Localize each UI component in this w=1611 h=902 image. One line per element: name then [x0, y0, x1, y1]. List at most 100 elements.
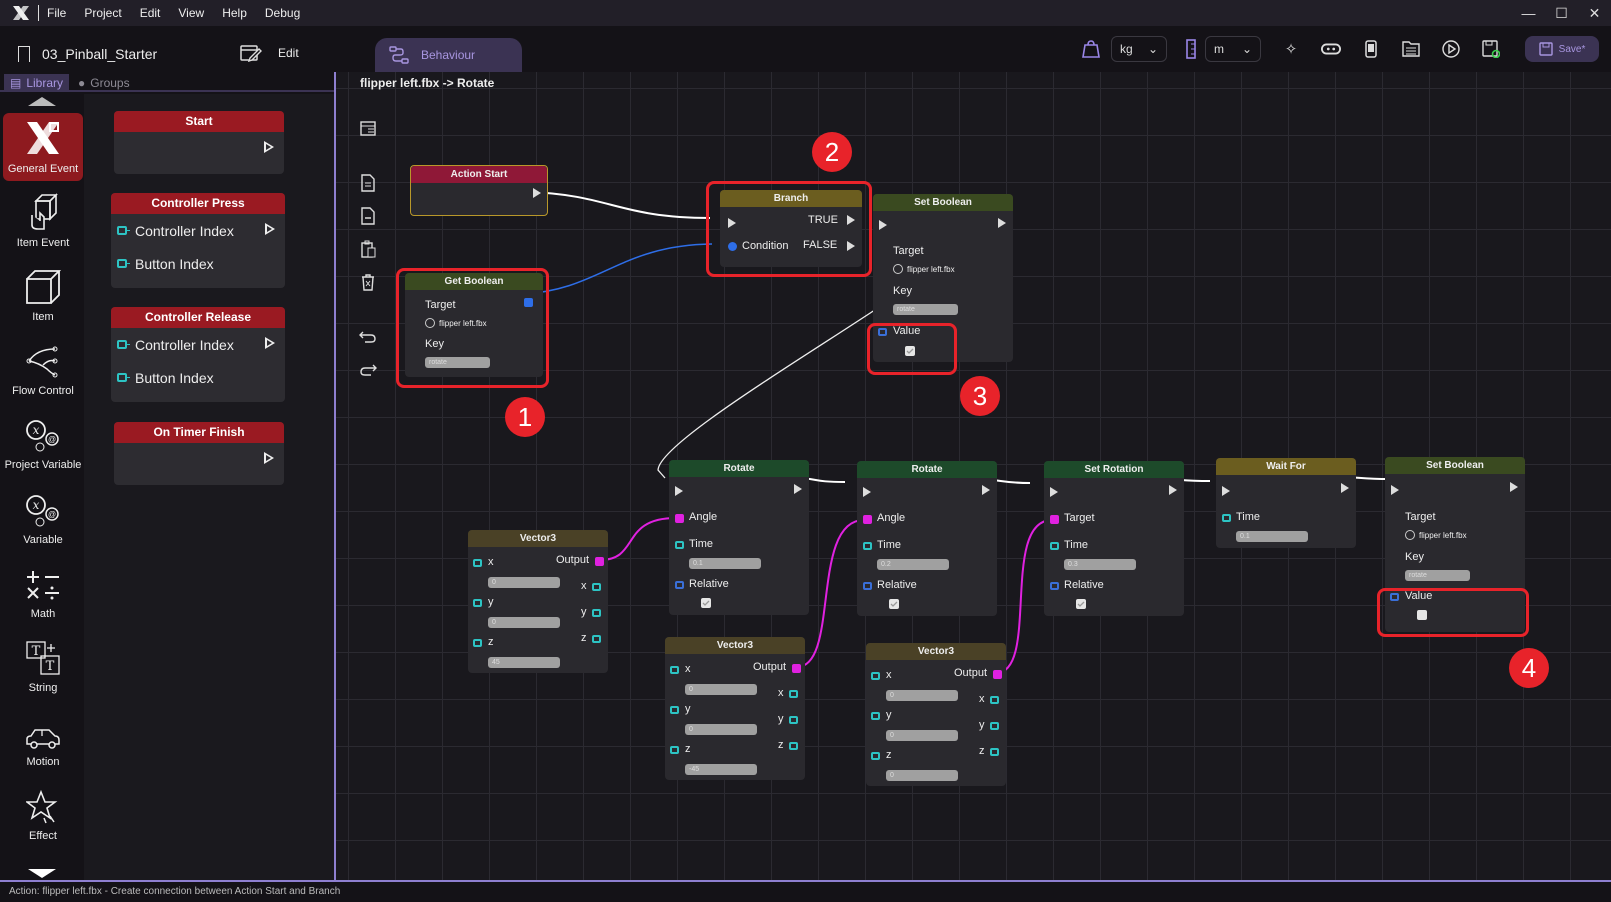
z-output-pin[interactable]	[990, 748, 999, 756]
category-variable[interactable]: x@ Variable	[3, 484, 83, 552]
document-minus-icon[interactable]	[358, 206, 378, 226]
time-input[interactable]: 0.1	[1236, 531, 1308, 542]
target-search-field[interactable]: flipper left.fbx	[893, 264, 955, 274]
node-set-rotation[interactable]: Set Rotation Target Time 0.3 Relative	[1044, 461, 1184, 616]
minimize-button[interactable]: —	[1521, 5, 1536, 21]
target-search-field[interactable]: flipper left.fbx	[425, 318, 487, 328]
library-node-controller-press[interactable]: Controller Press Controller Index Button…	[111, 193, 285, 288]
key-select[interactable]: rotate	[893, 304, 958, 315]
sparkle-icon[interactable]: ✧	[1284, 41, 1298, 58]
z-input-pin[interactable]	[473, 639, 482, 647]
exec-input-pin[interactable]	[863, 487, 871, 497]
relative-input-pin[interactable]	[675, 581, 684, 589]
z-output-pin[interactable]	[789, 742, 798, 750]
condition-input-pin[interactable]	[728, 242, 737, 251]
node-vector3[interactable]: Vector3 Output x 0 x y 0 y z -45 z	[665, 637, 805, 780]
edit-tab[interactable]: Edit	[240, 44, 299, 62]
true-output-pin[interactable]	[847, 215, 855, 225]
time-input-pin[interactable]	[1222, 514, 1231, 522]
category-item-event[interactable]: Item Event	[3, 187, 83, 255]
z-output-pin[interactable]	[592, 635, 601, 643]
y-input[interactable]: 0	[886, 730, 958, 741]
z-input[interactable]: 0	[886, 770, 958, 781]
node-action-start[interactable]: Action Start	[410, 165, 548, 216]
exec-input-pin[interactable]	[675, 486, 683, 496]
y-output-pin[interactable]	[592, 609, 601, 617]
menu-help[interactable]: Help	[222, 6, 247, 20]
relative-checkbox[interactable]	[1076, 599, 1086, 609]
value-checkbox[interactable]	[905, 346, 915, 356]
z-input-pin[interactable]	[670, 746, 679, 754]
relative-input-pin[interactable]	[1050, 582, 1059, 590]
vector-output-pin[interactable]	[792, 664, 801, 673]
node-rotate[interactable]: Rotate Angle Time 0.2 Relative	[857, 461, 997, 616]
key-select[interactable]: rotate	[425, 357, 490, 368]
y-input[interactable]: 0	[488, 617, 560, 628]
undo-icon[interactable]	[358, 327, 378, 347]
y-output-pin[interactable]	[990, 722, 999, 730]
x-output-pin[interactable]	[990, 696, 999, 704]
time-input-pin[interactable]	[1050, 542, 1059, 550]
tab-groups[interactable]: ● Groups	[72, 74, 136, 92]
node-set-boolean[interactable]: Set Boolean Target flipper left.fbx Key …	[1385, 457, 1525, 632]
node-wait-for[interactable]: Wait For Time 0.1	[1216, 458, 1356, 548]
y-output-pin[interactable]	[789, 716, 798, 724]
relative-input-pin[interactable]	[863, 582, 872, 590]
scroll-up-arrow-icon[interactable]	[28, 97, 56, 106]
library-node-start[interactable]: Start	[114, 111, 284, 174]
exec-input-pin[interactable]	[1391, 485, 1399, 495]
phone-icon[interactable]	[1361, 39, 1381, 59]
exec-output-pin[interactable]	[998, 218, 1006, 228]
exec-input-pin[interactable]	[1050, 487, 1058, 497]
node-set-boolean[interactable]: Set Boolean Target flipper left.fbx Key …	[873, 194, 1013, 362]
menu-file[interactable]: File	[47, 6, 67, 20]
trash-icon[interactable]	[358, 272, 378, 292]
target-search-field[interactable]: flipper left.fbx	[1405, 530, 1467, 540]
tab-library[interactable]: ▤ Library	[4, 74, 70, 92]
category-project-variable[interactable]: x@ Project Variable	[3, 409, 83, 477]
close-button[interactable]: ✕	[1588, 4, 1601, 21]
relative-checkbox[interactable]	[889, 599, 899, 609]
node-get-boolean[interactable]: Get Boolean Target flipper left.fbx Key …	[405, 273, 543, 377]
time-input[interactable]: 0.1	[689, 558, 761, 569]
exec-input-pin[interactable]	[879, 220, 887, 230]
exec-output-pin[interactable]	[533, 188, 541, 198]
exec-input-pin[interactable]	[728, 218, 736, 228]
angle-input-pin[interactable]	[863, 515, 872, 524]
value-checkbox[interactable]	[1417, 610, 1427, 620]
paste-icon[interactable]	[358, 239, 378, 259]
mass-unit-select[interactable]: kg⌄	[1111, 36, 1167, 62]
document-icon[interactable]	[358, 173, 378, 193]
vector-output-pin[interactable]	[595, 557, 604, 566]
exec-output-pin[interactable]	[1341, 483, 1349, 493]
false-output-pin[interactable]	[847, 241, 855, 251]
bool-input-pin[interactable]	[878, 328, 887, 336]
category-general-event[interactable]: General Event	[3, 113, 83, 181]
x-input-pin[interactable]	[473, 559, 482, 567]
key-select[interactable]: rotate	[1405, 570, 1470, 581]
layout-icon[interactable]	[358, 118, 378, 138]
time-input[interactable]: 0.3	[1064, 559, 1136, 570]
y-input[interactable]: 0	[685, 724, 757, 735]
exec-input-pin[interactable]	[1222, 486, 1230, 496]
node-vector3[interactable]: Vector3 Output x 0 x y 0 y z 0 z	[866, 643, 1006, 786]
target-input-pin[interactable]	[1050, 515, 1059, 524]
x-input-pin[interactable]	[670, 666, 679, 674]
menu-debug[interactable]: Debug	[264, 6, 301, 20]
scroll-down-arrow-icon[interactable]	[28, 869, 56, 878]
library-node-on-timer-finish[interactable]: On Timer Finish	[114, 422, 284, 485]
x-input[interactable]: 0	[488, 577, 560, 588]
x-input-pin[interactable]	[871, 672, 880, 680]
library-node-controller-release[interactable]: Controller Release Controller Index Butt…	[111, 307, 285, 402]
angle-input-pin[interactable]	[675, 514, 684, 523]
menu-project[interactable]: Project	[84, 6, 122, 20]
y-input-pin[interactable]	[473, 599, 482, 607]
panel-divider[interactable]	[334, 72, 336, 880]
exec-output-pin[interactable]	[1510, 482, 1518, 492]
category-math[interactable]: Math	[3, 558, 83, 626]
category-motion[interactable]: Motion	[3, 706, 83, 774]
bool-input-pin[interactable]	[1390, 593, 1399, 601]
behaviour-tab[interactable]: Behaviour	[375, 38, 522, 72]
time-input[interactable]: 0.2	[877, 559, 949, 570]
